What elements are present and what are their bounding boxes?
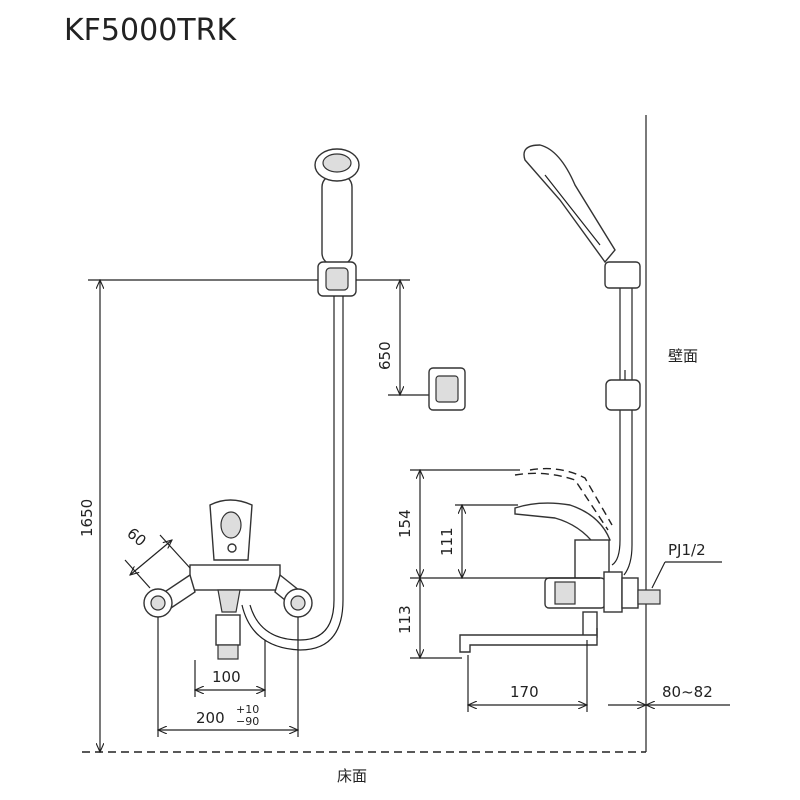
wall-hook: [428, 367, 466, 411]
model-title: KF5000TRK: [64, 13, 237, 48]
union-nut: [603, 571, 623, 613]
hose-outline: [241, 296, 344, 651]
wall-label: 壁面: [668, 347, 698, 365]
spout-joint: [582, 611, 598, 638]
wall-bracket-side: [605, 379, 641, 411]
spout-side: [459, 628, 598, 653]
shower-head-detail: [544, 174, 601, 246]
extension-line: [124, 559, 151, 589]
inlet-thread: [637, 589, 661, 605]
dim-1650: 1650: [78, 499, 96, 537]
shower-head-side: [523, 144, 616, 264]
left-foot-center: [150, 595, 166, 611]
hose: [249, 296, 335, 641]
extension-line: [159, 534, 191, 569]
lever-grip: [220, 511, 242, 539]
dim-154: 154: [396, 509, 414, 538]
slide-bar-outline: [623, 265, 633, 576]
dim-200-tol-minus: −90: [236, 715, 259, 728]
dim-80-82: 80~82: [662, 683, 713, 701]
dim-111: 111: [438, 527, 456, 556]
dim-200-tol-plus: +10: [236, 703, 259, 716]
thread-label: PJ1/2: [668, 541, 706, 559]
slide-holder: [604, 261, 641, 289]
dim-113: 113: [396, 605, 414, 634]
lever-raised-outline: [529, 467, 613, 526]
shower-head-front: [314, 148, 360, 297]
dim-200: 200: [196, 709, 225, 727]
floor-label: 床面: [337, 767, 367, 785]
lever-side: [514, 502, 611, 546]
spout-tip-front: [217, 644, 239, 660]
dim-60: 60: [123, 524, 149, 550]
dim-650: 650: [376, 341, 394, 370]
dim-line-60: [130, 540, 172, 575]
side-view: PJ1/2 154 111 113 170 80~82: [396, 144, 730, 712]
thread-leader-line: [651, 561, 666, 589]
lever-pivot: [227, 543, 237, 553]
mixer-body: [189, 564, 281, 591]
right-foot-center: [290, 595, 306, 611]
slide-bar: [611, 265, 621, 566]
dim-100: 100: [212, 668, 241, 686]
front-view: 100 200 +10 −90 60 1650 650: [78, 148, 466, 752]
diverter: [217, 589, 241, 613]
dim-170: 170: [510, 683, 539, 701]
diverter-side: [554, 581, 576, 605]
spout-front: [215, 614, 241, 646]
lever-raised-outline: [514, 472, 609, 531]
escutcheon: [621, 577, 639, 609]
